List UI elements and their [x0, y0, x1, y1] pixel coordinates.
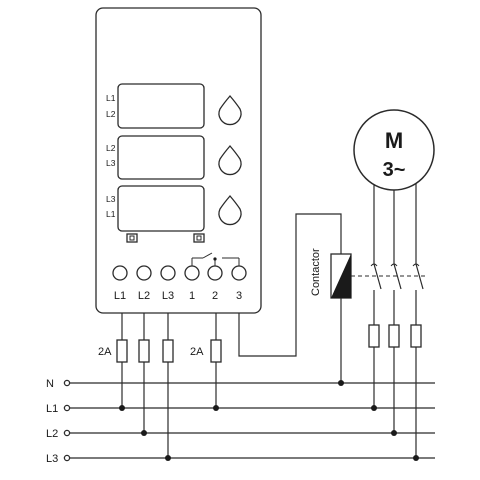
contactor: Contactor — [310, 248, 428, 383]
fuse-l1-control — [116, 339, 128, 363]
terminal-label-3: 3 — [236, 290, 242, 302]
contactor-label: Contactor — [310, 248, 322, 296]
display-window-2 — [117, 135, 205, 180]
display-2-label-bottom: L3 — [106, 158, 116, 168]
terminal-label-l2: L2 — [138, 290, 150, 302]
motor-label-m: M — [385, 128, 403, 153]
display-window-3 — [117, 185, 205, 232]
terminal-screw-3 — [231, 265, 247, 281]
junction-l1-relay — [119, 405, 125, 411]
display-2-label-top: L2 — [106, 143, 116, 153]
bus-label-l1: L1 — [46, 403, 58, 415]
fuse-left-label: 2A — [98, 346, 112, 358]
display-window-1 — [117, 83, 205, 129]
bus-label-l3: L3 — [46, 453, 58, 465]
contactor-coil-fill — [331, 254, 351, 298]
junction-l2-motor — [391, 430, 397, 436]
relay-unit: L1 L2 L2 L3 L3 L1 L1 — [95, 7, 262, 314]
junction-l1-motor — [371, 405, 377, 411]
adjust-knob-2-icon[interactable] — [218, 145, 242, 176]
adjust-knob-3-icon[interactable] — [218, 195, 242, 226]
motor: M 3~ — [353, 109, 435, 191]
terminal-screw-l3 — [160, 265, 176, 281]
fuse-l3-control — [162, 339, 174, 363]
fuse-supply-control — [210, 339, 222, 363]
fuse-motor-l2 — [388, 324, 400, 348]
junction-l3-relay — [165, 455, 171, 461]
motor-feeders — [370, 184, 424, 458]
display-1-label-top: L1 — [106, 93, 116, 103]
terminal-label-l1: L1 — [114, 290, 126, 302]
adjust-knob-1-icon[interactable] — [218, 95, 242, 126]
terminal-screw-1 — [184, 265, 200, 281]
display-1-label-bottom: L2 — [106, 109, 116, 119]
bus-label-l2: L2 — [46, 428, 58, 440]
terminal-screw-2 — [207, 265, 223, 281]
bus-label-n: N — [46, 378, 54, 390]
led-indicator-left — [126, 233, 138, 243]
display-3-label-top: L3 — [106, 194, 116, 204]
led-indicator-right — [193, 233, 205, 243]
terminal-label-1: 1 — [189, 290, 195, 302]
fuse-motor-l1 — [368, 324, 380, 348]
terminal-label-l3: L3 — [162, 290, 174, 302]
terminal-label-2: 2 — [212, 290, 218, 302]
motor-label-phase: 3~ — [383, 159, 406, 181]
fuse-right-label: 2A — [190, 346, 204, 358]
led-indicator-right-inner — [196, 235, 202, 241]
relay-contact-symbol — [191, 252, 240, 266]
fuse-motor-l3 — [410, 324, 422, 348]
fuse-l2-control — [138, 339, 150, 363]
terminal-screw-l1 — [112, 265, 128, 281]
junction-n-contactor — [338, 380, 344, 386]
junction-l1-supply — [213, 405, 219, 411]
junction-l2-relay — [141, 430, 147, 436]
junction-l3-motor — [413, 455, 419, 461]
led-indicator-left-inner — [129, 235, 135, 241]
display-3-label-bottom: L1 — [106, 209, 116, 219]
terminal-screw-l2 — [136, 265, 152, 281]
supply-bus: N L1 L2 L3 — [46, 378, 435, 465]
